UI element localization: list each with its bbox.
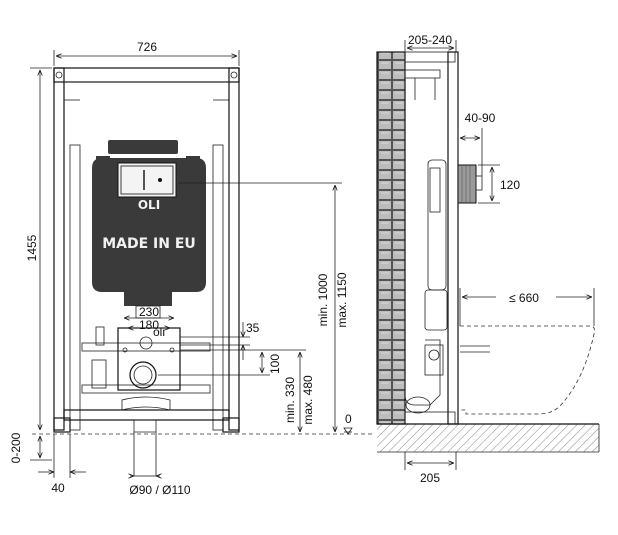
brick-wall-icon <box>376 51 406 425</box>
plate-max-label: max. 1150 <box>335 272 349 327</box>
floor-hatch <box>377 424 599 452</box>
outlet-spacing-dimension: 230 180 <box>124 305 174 332</box>
top-offset-dimension: 35 <box>180 321 260 360</box>
frame-bolt-icon <box>55 71 63 79</box>
cistern-tank-icon: OLI MADE IN EU <box>92 140 206 319</box>
brand-label: OLI <box>138 198 160 212</box>
floor-range-dimension: 0-200 <box>9 432 52 463</box>
outlet-max-label: max. 480 <box>301 375 315 425</box>
bowl-length-label: ≤ 660 <box>509 291 539 305</box>
wall-hung-toilet-icon <box>460 325 595 415</box>
plate-min-label: min. 1000 <box>316 273 330 326</box>
outlet-min-label: min. 330 <box>283 377 297 423</box>
outlet-spacing-label: 230 <box>139 305 159 319</box>
frame-side <box>404 51 490 425</box>
pipe-diameter-dimension: Ø90 / Ø110 <box>129 476 191 497</box>
outlet-pipe <box>121 396 171 477</box>
wall-offset-label: 40-90 <box>465 111 496 125</box>
wall-offset-dimension: 40-90 <box>457 111 496 176</box>
flush-height-label: 120 <box>500 178 520 192</box>
cistern-tank-icon <box>427 159 447 291</box>
floor-zero-marker: 0 <box>343 412 353 435</box>
width-dimension: 726 <box>53 40 240 66</box>
flush-button-side <box>457 164 483 204</box>
frame-foot <box>53 417 71 433</box>
frame-bolt-icon <box>230 71 238 79</box>
frame-foot <box>222 417 240 433</box>
outlet-height-dimension: 100 <box>158 349 306 376</box>
flush-plate-height-dimension: min. 1000 max. 1150 <box>178 182 349 432</box>
width-label: 726 <box>137 40 157 54</box>
height-label: 1455 <box>25 234 39 261</box>
side-view: 205-240 40-90 120 ≤ 660 <box>376 33 600 485</box>
depth-dimension: 205-240 <box>404 33 457 52</box>
front-view: OLI MADE IN EU oli <box>9 40 375 497</box>
leg-offset-dimension: 40 <box>38 434 86 495</box>
top-offset-label: 35 <box>246 321 260 335</box>
leg-offset-label: 40 <box>51 481 65 495</box>
bowl-length-dimension: ≤ 660 <box>459 288 595 326</box>
flush-height-dimension: 120 <box>478 164 520 204</box>
base-depth-label: 205 <box>420 471 440 485</box>
depth-label: 205-240 <box>408 33 452 47</box>
pipe-diameter-label: Ø90 / Ø110 <box>129 483 190 497</box>
inlet-spacing-label: 180 <box>139 318 159 332</box>
base-depth-dimension: 205 <box>404 452 457 485</box>
outlet-position-dimension: min. 330 max. 480 <box>283 352 315 432</box>
floor-range-label: 0-200 <box>9 432 23 463</box>
height-dimension: 1455 <box>25 67 52 430</box>
floor-zero-label: 0 <box>345 412 352 426</box>
flush-plate-icon: oli <box>91 325 181 391</box>
outlet-height-label: 100 <box>268 354 282 374</box>
made-in-label: MADE IN EU <box>102 236 196 252</box>
